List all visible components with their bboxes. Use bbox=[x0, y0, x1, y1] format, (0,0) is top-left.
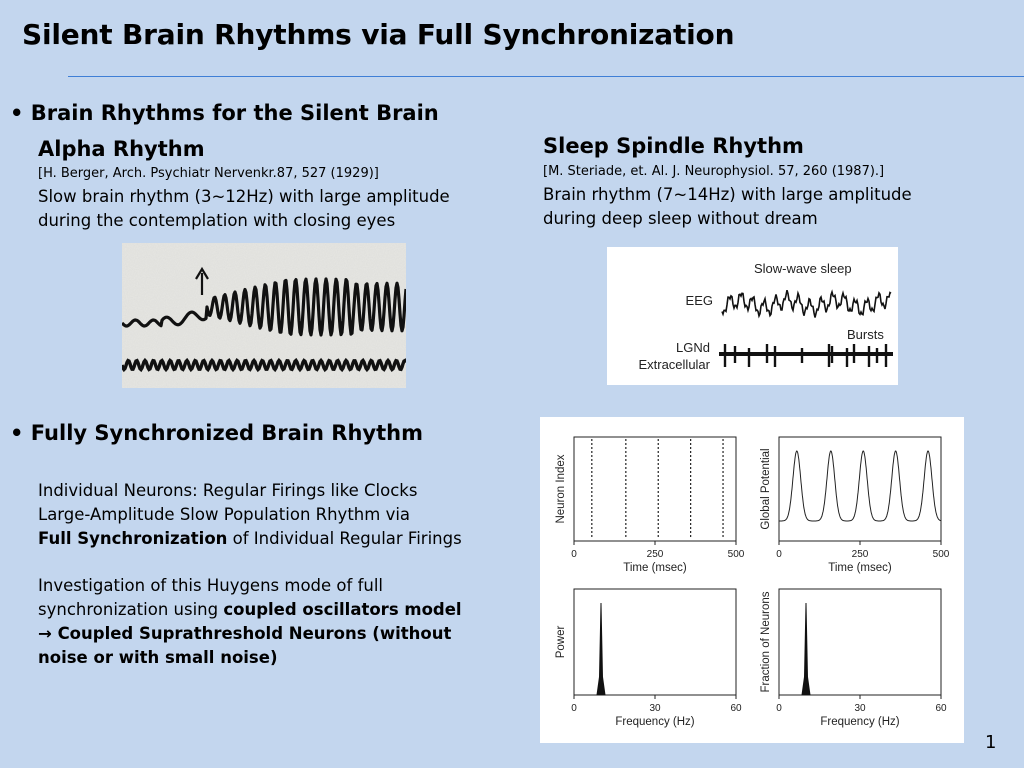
alpha-line2: during the contemplation with closing ey… bbox=[38, 211, 396, 230]
section2-heading-row: • Fully Synchronized Brain Rhythm bbox=[10, 421, 423, 445]
bursts-label: Bursts bbox=[847, 327, 884, 342]
section1-heading-row: • Brain Rhythms for the Silent Brain bbox=[10, 101, 439, 125]
sync-p2-line3: → Coupled Suprathreshold Neurons (withou… bbox=[38, 624, 452, 643]
alpha-eeg-figure bbox=[122, 243, 406, 388]
section2-heading: Fully Synchronized Brain Rhythm bbox=[30, 421, 423, 445]
alpha-description: Slow brain rhythm (3~12Hz) with large am… bbox=[38, 185, 450, 233]
sync-p2-line2: synchronization using coupled oscillator… bbox=[38, 600, 462, 619]
power-spectrum-peak bbox=[596, 602, 606, 696]
sync-p1-line3: Full Synchronization of Individual Regul… bbox=[38, 529, 462, 548]
lgnd-label: LGNd bbox=[676, 340, 710, 355]
x-tick-label: 60 bbox=[730, 703, 742, 714]
spindle-figure: Slow-wave sleep EEG Bursts LGNd Extracel… bbox=[607, 247, 898, 385]
spindle-figure-title: Slow-wave sleep bbox=[754, 261, 852, 276]
slide-title: Silent Brain Rhythms via Full Synchroniz… bbox=[22, 18, 735, 51]
sync-p1-line1: Individual Neurons: Regular Firings like… bbox=[38, 481, 418, 500]
spindle-description: Brain rhythm (7~14Hz) with large amplitu… bbox=[543, 183, 912, 231]
x-tick-label: 250 bbox=[647, 549, 664, 560]
spindle-reference: [M. Steriade, et. Al. J. Neurophysiol. 5… bbox=[543, 164, 885, 179]
x-tick-label: 500 bbox=[728, 549, 745, 560]
section1-heading: Brain Rhythms for the Silent Brain bbox=[30, 101, 439, 125]
x-tick-label: 250 bbox=[852, 549, 869, 560]
x-axis-label: Frequency (Hz) bbox=[820, 716, 899, 728]
sync-p1-line2: Large-Amplitude Slow Population Rhythm v… bbox=[38, 505, 411, 524]
x-tick-label: 500 bbox=[933, 549, 950, 560]
x-axis-label: Frequency (Hz) bbox=[615, 716, 694, 728]
eeg-label: EEG bbox=[686, 293, 713, 308]
spindle-line2: during deep sleep without dream bbox=[543, 209, 818, 228]
y-axis-label: Neuron Index bbox=[555, 454, 567, 523]
sync-p2-line1: Investigation of this Huygens mode of fu… bbox=[38, 576, 384, 595]
frequency-histogram-peak bbox=[801, 602, 811, 696]
bullet-icon: • bbox=[10, 101, 24, 125]
sync-paragraph-1: Individual Neurons: Regular Firings like… bbox=[38, 479, 462, 551]
x-tick-label: 0 bbox=[776, 549, 782, 560]
spindle-line1: Brain rhythm (7~14Hz) with large amplitu… bbox=[543, 185, 912, 204]
x-axis-label: Time (msec) bbox=[828, 562, 892, 574]
x-tick-label: 0 bbox=[571, 549, 577, 560]
alpha-heading: Alpha Rhythm bbox=[38, 137, 205, 161]
global-potential-line bbox=[779, 450, 942, 522]
arrow-right-icon: → bbox=[38, 624, 52, 643]
title-divider bbox=[68, 76, 1024, 77]
sync-paragraph-2: Investigation of this Huygens mode of fu… bbox=[38, 574, 462, 670]
bullet-icon: • bbox=[10, 421, 24, 445]
y-axis-label: Power bbox=[555, 626, 567, 659]
x-axis-label: Time (msec) bbox=[623, 562, 687, 574]
x-tick-label: 0 bbox=[571, 703, 577, 714]
page-number: 1 bbox=[985, 732, 997, 753]
y-axis-label: Fraction of Neurons bbox=[760, 591, 772, 692]
y-axis-label: Global Potential bbox=[760, 448, 772, 529]
spindle-heading: Sleep Spindle Rhythm bbox=[543, 134, 804, 158]
extracellular-label: Extracellular bbox=[638, 357, 710, 372]
x-tick-label: 30 bbox=[854, 703, 866, 714]
x-tick-label: 0 bbox=[776, 703, 782, 714]
arrow-up-icon bbox=[195, 266, 209, 295]
alpha-reference: [H. Berger, Arch. Psychiatr Nervenkr.87,… bbox=[38, 166, 379, 181]
x-tick-label: 60 bbox=[935, 703, 947, 714]
x-tick-label: 30 bbox=[649, 703, 661, 714]
full-sync-term: Full Synchronization bbox=[38, 529, 228, 548]
alpha-line1: Slow brain rhythm (3~12Hz) with large am… bbox=[38, 187, 450, 206]
sync-p2-line4: noise or with small noise) bbox=[38, 648, 278, 667]
